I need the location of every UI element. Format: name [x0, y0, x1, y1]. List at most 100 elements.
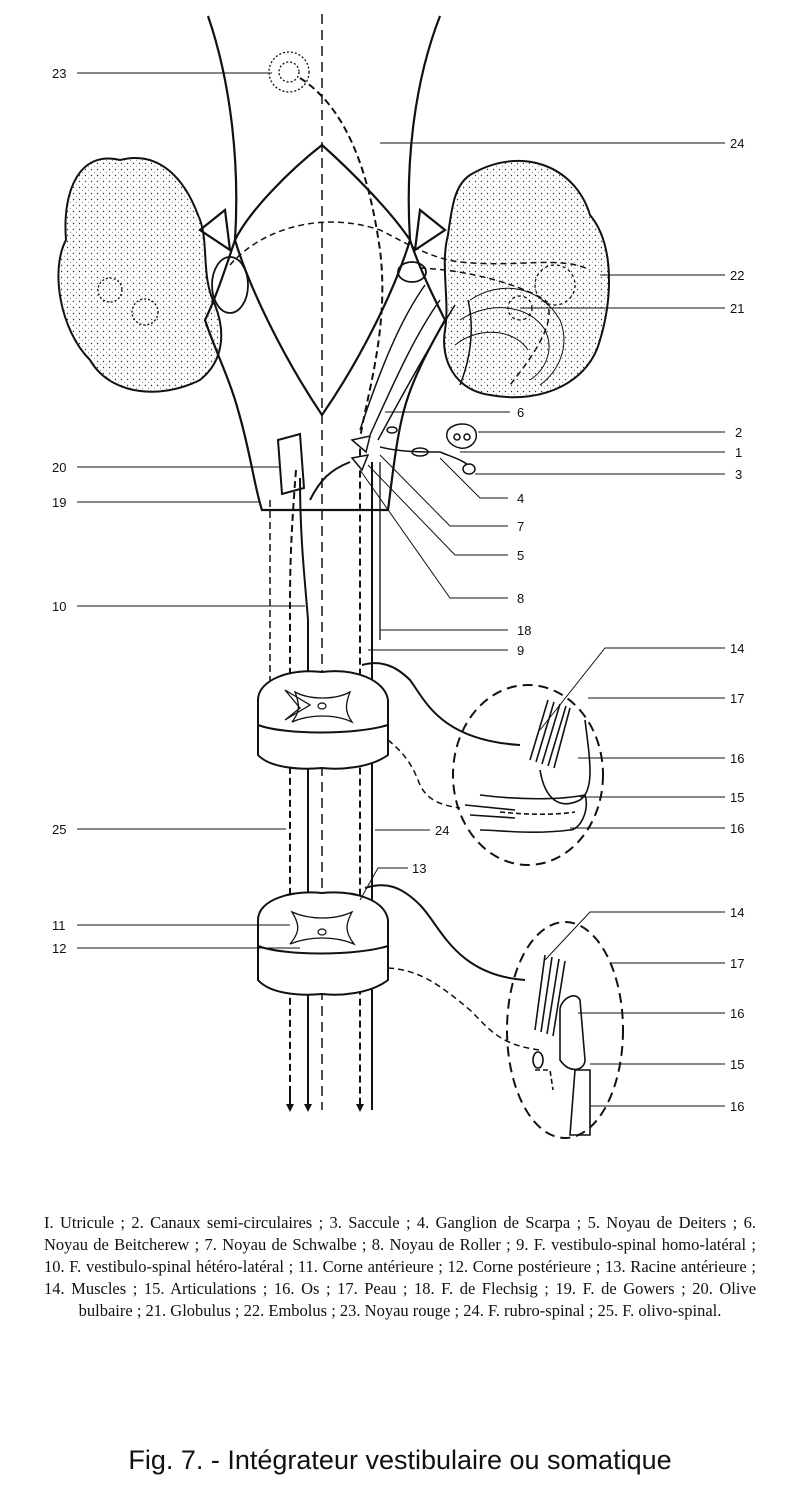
- cerebellar-path: [229, 221, 591, 271]
- legend-separator: ;: [570, 1213, 588, 1232]
- limb-lower: [506, 921, 624, 1139]
- label-16: 16: [730, 1006, 744, 1021]
- label-8: 8: [517, 591, 524, 606]
- label-12: 12: [52, 941, 66, 956]
- label-15: 15: [730, 790, 744, 805]
- label-17: 17: [730, 956, 744, 971]
- globulus-path: [419, 267, 550, 386]
- legend-separator: ;: [189, 1235, 205, 1254]
- label-24: 24: [730, 136, 744, 151]
- label-1: 1: [735, 445, 742, 460]
- legend-separator: ;: [312, 1213, 330, 1232]
- legend-item: 14. Muscles: [44, 1279, 127, 1298]
- leader-lines: [77, 72, 725, 1107]
- legend-separator: ;: [746, 1257, 757, 1276]
- cerebellum-right: [443, 160, 610, 399]
- legend-item: 12. Corne postérieure: [447, 1257, 592, 1276]
- inner-ear: [379, 423, 477, 475]
- lower-limb-content: [532, 954, 591, 1136]
- label-21: 21: [730, 301, 744, 316]
- spinal-segment-upper: [257, 670, 389, 770]
- legend-item: 3. Saccule: [329, 1213, 400, 1232]
- cerebellum-left: [57, 157, 223, 393]
- legend-separator: ;: [726, 1213, 744, 1232]
- label-16: 16: [730, 751, 744, 766]
- legend-separator: ;: [433, 1257, 448, 1276]
- legend-item: 23. Noyau rouge: [339, 1301, 451, 1320]
- legend-item: 25. F. olivo-spinal.: [597, 1301, 722, 1320]
- legend-separator: ;: [746, 1235, 756, 1254]
- legend-separator: ;: [230, 1301, 244, 1320]
- legend-separator: ;: [356, 1235, 372, 1254]
- label-16: 16: [730, 1099, 744, 1114]
- legend-separator: ;: [450, 1301, 464, 1320]
- legend-separator: ;: [132, 1301, 146, 1320]
- label-22: 22: [730, 268, 744, 283]
- olive-bulbaire: [276, 432, 306, 496]
- legend-item: 5. Noyau de Deiters: [587, 1213, 727, 1232]
- label-18: 18: [517, 623, 531, 638]
- legend-item: 24. F. rubro-spinal: [463, 1301, 585, 1320]
- limb-upper: [452, 684, 604, 866]
- legend-item: 11. Corne antérieure: [297, 1257, 434, 1276]
- legend-item: 20. Olive bulbaire: [78, 1279, 757, 1320]
- legend-separator: ;: [396, 1279, 415, 1298]
- label-16: 16: [730, 821, 744, 836]
- label-7: 7: [517, 519, 524, 534]
- legend-separator: ;: [283, 1257, 298, 1276]
- label-13: 13: [412, 861, 426, 876]
- legend-separator: ;: [319, 1279, 338, 1298]
- legend-item: 15. Articulations: [143, 1279, 257, 1298]
- figure-caption: Fig. 7. - Intégrateur vestibulaire ou so…: [128, 1445, 672, 1475]
- peduncle-left: [211, 256, 249, 314]
- label-15: 15: [730, 1057, 744, 1072]
- label-20: 20: [52, 460, 66, 475]
- legend: I. Utricule ; 2. Canaux semi-circulaires…: [44, 1212, 756, 1322]
- label-14: 14: [730, 641, 744, 656]
- legend-item: I. Utricule: [44, 1213, 115, 1232]
- olivo-spinal-tract: [289, 469, 297, 1110]
- legend-separator: ;: [114, 1213, 132, 1232]
- legend-item: 21. Globulus: [145, 1301, 231, 1320]
- label-9: 9: [517, 643, 524, 658]
- legend-item: 22. Embolus: [243, 1301, 328, 1320]
- legend-separator: ;: [399, 1213, 417, 1232]
- noyau-beitcherew: [350, 435, 372, 454]
- label-2: 2: [735, 425, 742, 440]
- legend-item: 10. F. vestibulo-spinal hétéro-latéral: [44, 1257, 284, 1276]
- label-11: 11: [52, 918, 66, 933]
- legend-item: 8. Noyau de Roller: [371, 1235, 501, 1254]
- legend-item: 2. Canaux semi-circulaires: [131, 1213, 313, 1232]
- label-23: 23: [52, 66, 66, 81]
- diagram-labels: 23 24 22 21 6 2 1 3 20 4 19 7 5 8 10 18 …: [52, 66, 744, 1114]
- legend-item: 18. F. de Flechsig: [414, 1279, 538, 1298]
- label-19: 19: [52, 495, 66, 510]
- label-14: 14: [730, 905, 744, 920]
- label-6: 6: [517, 405, 524, 420]
- rubro-spinal-tract: [299, 77, 384, 1110]
- label-24: 24: [435, 823, 449, 838]
- anatomical-diagram: 23 24 22 21 6 2 1 3 20 4 19 7 5 8 10 18 …: [52, 14, 744, 1139]
- spinal-segment-lower: [257, 891, 389, 996]
- legend-item: 13. Racine antérieure: [605, 1257, 747, 1276]
- legend-separator: ;: [537, 1279, 556, 1298]
- legend-separator: ;: [256, 1279, 274, 1298]
- label-17: 17: [730, 691, 744, 706]
- legend-item: 17. Peau: [337, 1279, 397, 1298]
- red-nucleus: [268, 51, 310, 93]
- legend-item: 16. Os: [273, 1279, 320, 1298]
- label-10: 10: [52, 599, 66, 614]
- label-25: 25: [52, 822, 66, 837]
- legend-separator: ;: [327, 1301, 340, 1320]
- legend-separator: ;: [591, 1257, 606, 1276]
- legend-separator: ;: [500, 1235, 517, 1254]
- peduncle-right: [397, 261, 427, 283]
- label-3: 3: [735, 467, 742, 482]
- legend-separator: ;: [584, 1301, 598, 1320]
- legend-separator: ;: [126, 1279, 144, 1298]
- legend-separator: ;: [674, 1279, 693, 1298]
- upper-limb-content: [464, 699, 591, 834]
- label-4: 4: [517, 491, 524, 506]
- legend-item: 19. F. de Gowers: [555, 1279, 675, 1298]
- noyau-deiters: [350, 454, 370, 472]
